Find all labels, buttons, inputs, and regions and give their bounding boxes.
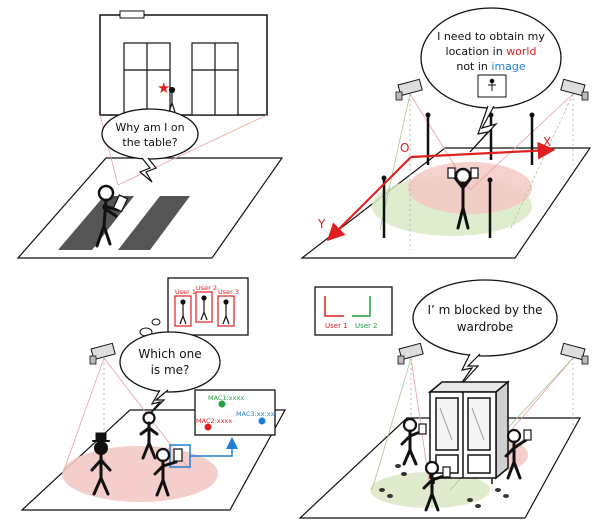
stick-figure-user <box>504 428 528 480</box>
speech-bolt <box>138 157 157 183</box>
speech-bubble <box>119 331 221 393</box>
camera-icon <box>395 78 423 101</box>
speech-bubble <box>101 108 199 160</box>
mac-label: MAC3:xx:xx <box>236 410 275 418</box>
speech-bolt <box>469 105 498 153</box>
phone-icon <box>442 466 451 478</box>
stick-figure-user <box>400 417 422 466</box>
panel-bottom-left: User 1 User 2 User 3 Which one is me? MA… <box>20 277 287 511</box>
mac-label: MAC2:xxxx <box>196 417 232 425</box>
stick-figure-user <box>422 460 446 512</box>
crosswalk-stripe <box>118 196 190 250</box>
user-box <box>195 291 213 323</box>
x-axis-arrow <box>410 141 556 160</box>
y-axis-arrow <box>326 156 412 242</box>
speech-bubble <box>412 279 558 357</box>
phone-icon <box>173 448 183 462</box>
speech-line: Which one <box>138 347 201 361</box>
camera-icon <box>397 342 424 365</box>
mac-label: MAC1:xxxx <box>208 394 244 402</box>
mac-dot <box>218 400 226 408</box>
speech-line: location in world <box>446 45 537 58</box>
stick-figure-user <box>139 411 159 460</box>
speech-line: I’ m blocked by the <box>427 303 542 317</box>
user-box <box>217 295 235 327</box>
axis-origin-label: O <box>400 141 409 155</box>
speech-line: not in image <box>456 60 526 73</box>
phone-icon <box>112 194 129 213</box>
stick-figure-top-hat <box>90 432 112 496</box>
user-label: User 3 <box>218 288 239 296</box>
star-icon: ★ <box>157 79 170 97</box>
speech-line: the table? <box>122 136 177 149</box>
speech-line: I need to obtain my <box>437 30 545 43</box>
coverage-area-red <box>62 446 218 502</box>
legend-mark-user1 <box>324 296 344 317</box>
legend-label: User 1 <box>325 322 348 330</box>
speech-line: Why am I on <box>115 121 184 134</box>
legend-label: User 2 <box>355 322 378 330</box>
phone-icon <box>418 423 427 435</box>
mac-dot <box>258 417 266 425</box>
panel-top-left: ★ Why am I on the table? <box>16 10 284 259</box>
word-world: world <box>506 45 536 58</box>
footprints <box>379 464 509 508</box>
tiny-person <box>488 78 496 91</box>
legend-mark-user2 <box>352 296 371 317</box>
mac-dot <box>204 423 212 431</box>
camera-icon <box>560 78 589 101</box>
coverage-area-red <box>408 162 532 214</box>
panel-bottom-right: User 1 User 2 I’ m blocked by the wardro… <box>298 279 589 519</box>
phone-icon <box>470 167 479 179</box>
speech-line: is me? <box>151 363 190 377</box>
phone-icon <box>523 429 532 441</box>
stick-figure-user <box>95 184 120 248</box>
phone-icon <box>447 167 456 179</box>
window <box>123 42 239 116</box>
panel-top-right: O X Y I need to obtain my location in wo… <box>300 7 592 259</box>
user-label: User 1 <box>175 288 196 296</box>
camera-icon <box>560 342 589 365</box>
tiny-person <box>179 295 230 325</box>
wardrobe <box>427 380 511 484</box>
axis-x-label: X <box>543 135 551 149</box>
axis-y-label: Y <box>317 217 326 231</box>
word-image: image <box>491 60 525 73</box>
user-box <box>174 295 192 327</box>
user-label: User 2 <box>196 284 217 292</box>
thought-dot <box>151 318 161 326</box>
camera-icon <box>89 342 116 365</box>
association-arrow <box>190 437 238 457</box>
building-sign <box>119 10 145 19</box>
stick-figure-user <box>153 447 178 497</box>
speech-line: wardrobe <box>457 320 514 334</box>
coverage-area-green <box>370 472 490 508</box>
legend-box <box>314 286 393 336</box>
